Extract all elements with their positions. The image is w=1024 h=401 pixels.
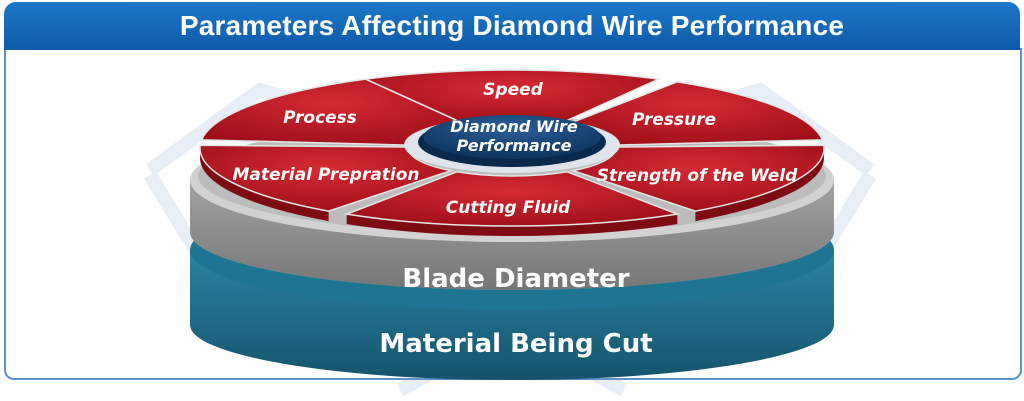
segment-side-strength-of-the-weld bbox=[695, 148, 824, 222]
segment-label-strength-of-the-weld: Strength of the Weld bbox=[597, 166, 798, 186]
page-title: Parameters Affecting Diamond Wire Perfor… bbox=[179, 10, 845, 41]
middle-layer-label: Blade Diameter bbox=[402, 264, 629, 294]
segment-strength-of-the-weld bbox=[570, 144, 825, 212]
center-hub: Diamond Wire Performance bbox=[404, 115, 620, 173]
segment-label-material-prepration: Material Prepration bbox=[232, 165, 419, 185]
title-bar: Parameters Affecting Diamond Wire Perfor… bbox=[4, 2, 1020, 50]
segment-side-material-prepration bbox=[200, 148, 329, 222]
segment-label-speed: Speed bbox=[483, 80, 543, 100]
bottom-layer-label: Material Being Cut bbox=[379, 329, 652, 359]
center-label-line1: Diamond Wire bbox=[450, 117, 578, 136]
center-label-line2: Performance bbox=[456, 136, 571, 155]
segment-label-cutting-fluid: Cutting Fluid bbox=[446, 198, 571, 218]
segment-label-pressure: Pressure bbox=[632, 110, 716, 130]
segment-material-prepration bbox=[199, 144, 454, 212]
segment-label-process: Process bbox=[283, 108, 357, 128]
segment-side-cutting-fluid bbox=[346, 214, 678, 236]
segment-cutting-fluid bbox=[343, 170, 681, 227]
pie-segments bbox=[199, 69, 825, 236]
